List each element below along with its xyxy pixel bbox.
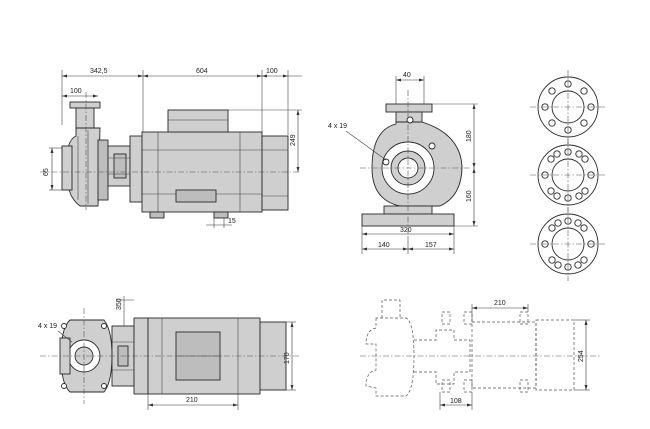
dim-320: 320 xyxy=(400,227,412,234)
dim-bottom-bolts: 4 x 19 xyxy=(38,323,57,330)
dim-bottom-210: 210 xyxy=(186,397,198,404)
dim-side-bolts: 4 x 19 xyxy=(328,123,347,130)
dim-342-5: 342,5 xyxy=(90,68,108,75)
dim-170: 170 xyxy=(284,352,291,364)
dim-350: 350 xyxy=(116,298,123,310)
dim-604: 604 xyxy=(196,68,208,75)
dim-108: 108 xyxy=(450,398,462,405)
flange-1 xyxy=(530,70,606,144)
dim-180: 180 xyxy=(466,130,473,142)
side-view: 40 4 x 19 180 160 xyxy=(328,72,478,254)
dim-249: 249 xyxy=(290,134,297,146)
flange-views xyxy=(530,70,606,281)
dim-140: 140 xyxy=(378,242,390,249)
top-view: 350 4 x 19 170 210 xyxy=(38,296,300,410)
base-plan: 210 254 108 xyxy=(360,299,600,410)
flange-2 xyxy=(530,138,606,212)
dim-40: 40 xyxy=(403,72,411,79)
dim-flange-100: 100 xyxy=(70,88,82,95)
dim-254: 254 xyxy=(578,350,585,362)
dim-160: 160 xyxy=(466,190,473,202)
dim-157: 157 xyxy=(425,242,437,249)
dim-plan-210: 210 xyxy=(494,300,506,307)
dim-65: 65 xyxy=(43,168,50,176)
dim-15: 15 xyxy=(228,218,236,225)
dim-100: 100 xyxy=(266,68,278,75)
flange-3 xyxy=(530,207,606,281)
front-view: 342,5 604 100 100 65 xyxy=(40,68,302,228)
